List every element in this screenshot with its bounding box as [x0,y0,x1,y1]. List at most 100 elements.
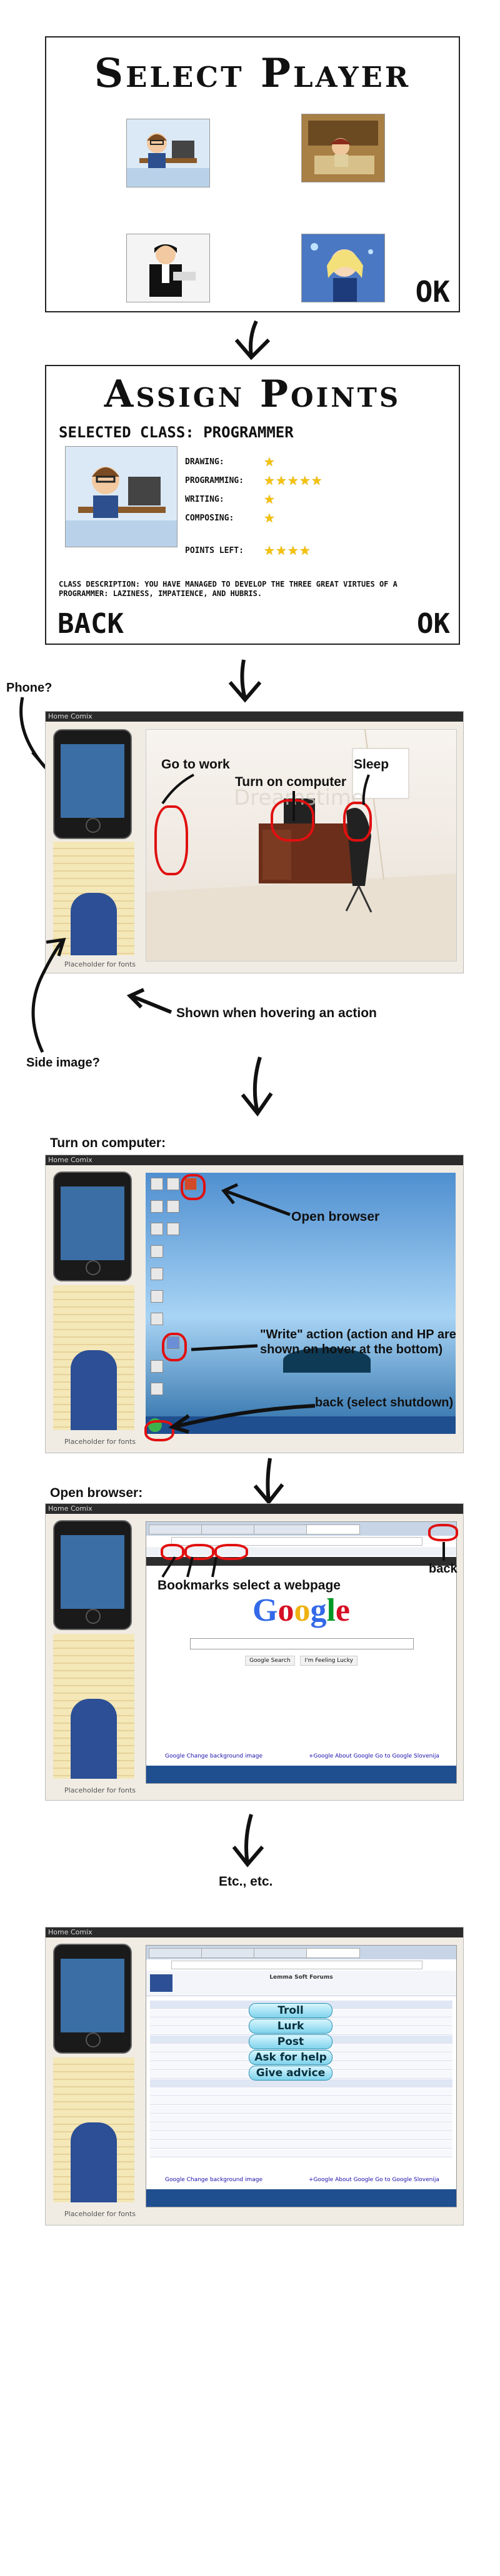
write-hotspot[interactable] [162,1333,187,1361]
desktop-icon[interactable] [167,1178,179,1190]
star-icon[interactable]: ★ [311,473,323,488]
room-screen: Home Comix Placeholder for fonts Dreamst… [45,711,464,973]
star-icon: ★ [299,543,311,558]
browser-window[interactable]: Google Google Search I'm Feeling Lucky G… [146,1521,457,1784]
desktop-icon[interactable] [151,1268,163,1280]
forum-row[interactable] [150,2106,452,2114]
forum-browser-window[interactable]: Lemma Soft Forums Troll Lurk Post [146,1945,457,2207]
menu-lurk[interactable]: Lurk [249,2019,332,2034]
footer-links-left[interactable]: Google Change background image [165,2177,263,2183]
top-bar[interactable]: Home Comix [46,1504,463,1514]
browser-tab[interactable] [201,1948,255,1958]
shutdown-hotspot[interactable] [144,1420,174,1441]
browser-hotspot[interactable] [181,1174,206,1200]
back-button[interactable]: Back [58,608,124,640]
stat-label: Composing: [185,513,234,523]
desktop-area[interactable] [146,1173,456,1434]
google-search-button[interactable]: Google Search [245,1656,295,1666]
desktop-icon[interactable] [151,1290,163,1303]
browser-tab[interactable] [149,1524,202,1534]
browser-tab[interactable] [149,1948,202,1958]
sleep-hotspot[interactable] [343,802,372,842]
island-silhouette [283,1348,371,1373]
browser-tab[interactable] [306,1948,360,1958]
browser-tab[interactable] [201,1524,255,1534]
portrait-writer[interactable] [301,114,385,182]
browser-tab[interactable] [306,1524,360,1534]
forum-row[interactable] [150,2088,452,2096]
ok-button[interactable]: OK [415,275,450,309]
phone-widget[interactable] [53,1171,132,1281]
phone-widget[interactable] [53,729,132,839]
phone-screen[interactable] [61,1186,124,1260]
star-icon[interactable]: ★ [287,473,299,488]
desktop-icon[interactable] [151,1360,163,1373]
home-button[interactable] [86,1609,101,1624]
desktop-icon[interactable] [167,1223,179,1235]
forum-row[interactable] [150,2123,452,2131]
footer-links-left[interactable]: Google Change background image [165,1753,263,1759]
star-icon[interactable]: ★ [264,473,276,488]
lucky-button[interactable]: I'm Feeling Lucky [300,1656,358,1666]
browser-tab[interactable] [254,1524,308,1534]
address-bar[interactable] [171,1961,422,1969]
forum-row[interactable] [150,2149,452,2157]
home-button[interactable] [86,1260,101,1275]
home-button[interactable] [86,2032,101,2047]
character-figure [71,892,117,955]
desktop-icon[interactable] [151,1245,163,1258]
star-icon[interactable]: ★ [299,473,311,488]
search-input[interactable] [190,1638,414,1649]
back-hotspot[interactable] [428,1524,458,1541]
top-bar[interactable]: Home Comix [46,1155,463,1165]
footer-links-right[interactable]: +Google About Google Go to Google Sloven… [309,1753,439,1759]
forum-title[interactable]: Lemma Soft Forums [269,1974,333,1981]
desktop-icon[interactable] [151,1178,163,1190]
forum-row[interactable] [150,2141,452,2149]
portrait-composer[interactable] [126,234,210,302]
computer-screen: Home Comix Placeholder for fonts [45,1155,464,1453]
bookmark-hotspot[interactable] [214,1544,248,1560]
home-button[interactable] [86,818,101,833]
taskbar[interactable] [146,1416,456,1434]
footer-links-right[interactable]: +Google About Google Go to Google Sloven… [309,2177,439,2183]
top-bar[interactable]: Home Comix [46,712,463,722]
desktop-icon[interactable] [167,1200,179,1213]
menu-troll[interactable]: Troll [249,2003,332,2018]
top-bar[interactable]: Home Comix [46,1927,463,1937]
bookmark-hotspot[interactable] [184,1544,214,1560]
forum-row[interactable] [150,2097,452,2105]
taskbar[interactable] [146,2189,456,2207]
forum-row[interactable] [150,2132,452,2140]
address-bar[interactable] [171,1537,422,1546]
menu-give-advice[interactable]: Give advice [249,2066,332,2081]
phone-screen[interactable] [61,1535,124,1609]
forum-row[interactable] [150,2079,452,2087]
desktop-icon[interactable] [151,1383,163,1395]
desktop-icon[interactable] [151,1223,163,1235]
phone-widget[interactable] [53,1520,132,1630]
browser-heading: Open browser: [50,1486,143,1500]
desktop-icon[interactable] [151,1200,163,1213]
portrait-artist[interactable] [301,234,385,302]
forum-row[interactable] [150,2114,452,2122]
go-to-work-hotspot[interactable] [154,805,188,875]
star-icon[interactable]: ★ [264,492,276,507]
browser-tab[interactable] [254,1948,308,1958]
phone-screen[interactable] [61,1959,124,2032]
desktop-icon[interactable] [151,1313,163,1325]
star-icon[interactable]: ★ [264,510,276,525]
portrait-programmer[interactable] [126,119,210,187]
menu-post[interactable]: Post [249,2034,332,2049]
phone-screen[interactable] [61,744,124,818]
room-scene[interactable]: Dreamstime [146,729,457,962]
star-icon[interactable]: ★ [275,473,288,488]
menu-ask-for-help[interactable]: Ask for help [249,2050,332,2065]
taskbar[interactable] [146,1766,456,1783]
arrow-icon [168,1404,316,1434]
forum-logo[interactable] [150,1974,172,1992]
arrow-icon [221,1183,291,1216]
phone-widget[interactable] [53,1944,132,2054]
star-icon[interactable]: ★ [264,454,276,469]
ok-button[interactable]: OK [417,608,450,640]
